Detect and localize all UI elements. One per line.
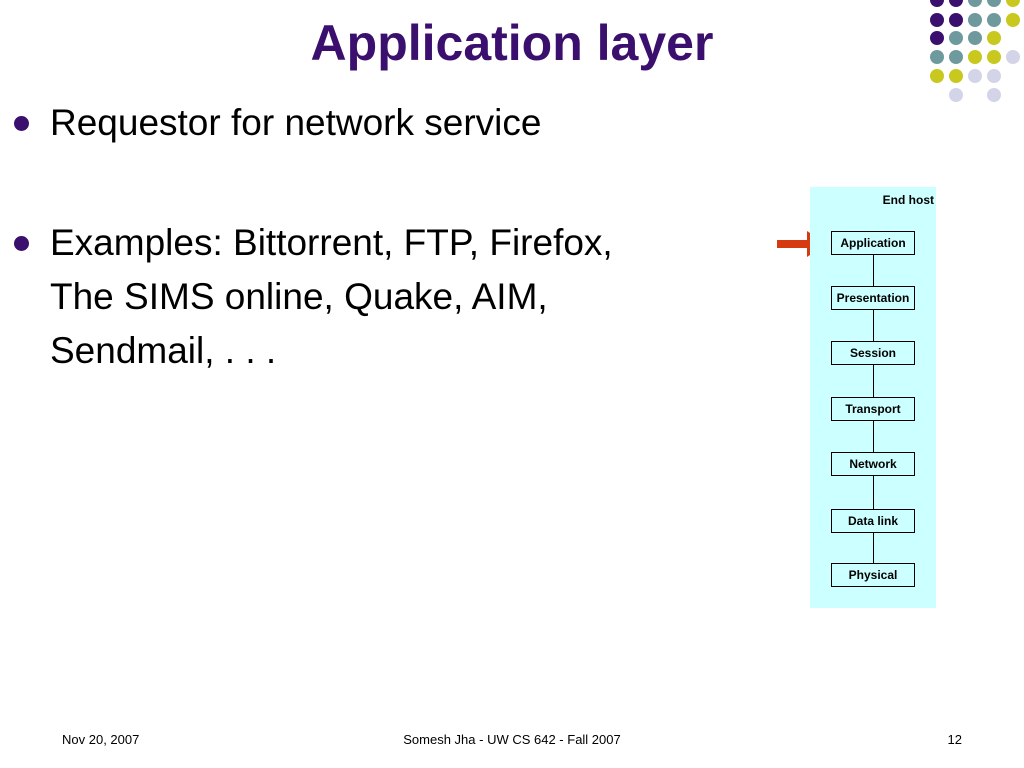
bullet-text: Examples: Bittorrent, FTP, Firefox, The … [50,222,613,371]
decorative-dot [949,0,963,7]
decorative-dot [987,88,1001,102]
footer-page-number: 12 [947,732,962,747]
layer-box-transport: Transport [831,397,915,421]
decorative-dot [987,0,1001,7]
protocol-stack-diagram: End host Application Presentation Sessio… [810,187,936,608]
bullet-dot-icon [14,236,29,251]
decorative-dot [1006,0,1020,7]
layer-box-data-link: Data link [831,509,915,533]
slide-title: Application layer [310,15,714,71]
footer-center-text: Somesh Jha - UW CS 642 - Fall 2007 [403,732,621,747]
layer-box-presentation: Presentation [831,286,915,310]
decorative-dot [930,0,944,7]
decorative-dot [968,0,982,7]
bullet-text: Requestor for network service [50,102,542,143]
decorative-dot [949,88,963,102]
bullet-dot-icon [14,116,29,131]
footer-date: Nov 20, 2007 [62,732,140,747]
layer-box-application: Application [831,231,915,255]
diagram-title: End host [882,193,934,207]
layer-box-physical: Physical [831,563,915,587]
layer-box-network: Network [831,452,915,476]
layer-box-session: Session [831,341,915,365]
